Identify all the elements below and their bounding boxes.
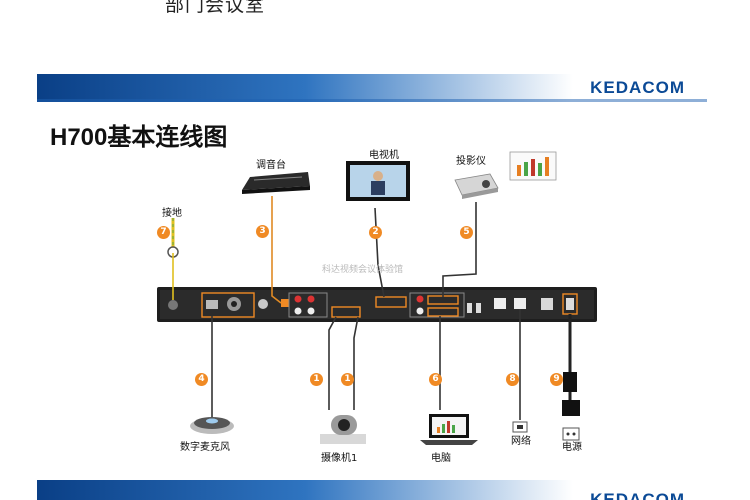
label-network: 网络 xyxy=(511,436,531,447)
badge-camera-a: 1 xyxy=(310,373,323,386)
label-power: 电源 xyxy=(562,442,582,453)
label-camera: 摄像机1 xyxy=(321,453,358,464)
header-banner: KEDACOM xyxy=(37,74,707,102)
projection-screen-icon xyxy=(509,151,557,181)
label-pc: 电脑 xyxy=(431,453,451,464)
network-port-icon xyxy=(512,421,528,433)
ground-icon xyxy=(167,218,179,258)
badge-projector: 5 xyxy=(460,226,473,239)
power-plug-icon xyxy=(562,372,580,441)
label-mic: 数字麦克风 xyxy=(180,442,230,453)
brand-logo: KEDACOM xyxy=(590,78,685,97)
codec-device xyxy=(157,287,597,322)
footer-banner: KEDACOM xyxy=(37,480,707,500)
footer-brand-logo: KEDACOM xyxy=(590,490,685,500)
diagram-title: H700基本连线图 xyxy=(50,124,228,151)
projector-icon xyxy=(454,173,499,199)
mixer-icon xyxy=(242,172,310,194)
page-caption: 部门会议室 xyxy=(165,0,266,16)
badge-ground: 7 xyxy=(157,226,170,239)
watermark: 科达视频会议体验馆 xyxy=(322,265,404,275)
label-ground: 接地 xyxy=(162,208,182,219)
badge-network: 8 xyxy=(506,373,519,386)
label-tv: 电视机 xyxy=(369,150,399,161)
badge-tv: 2 xyxy=(369,226,382,239)
label-mixer: 调音台 xyxy=(256,160,286,171)
badge-camera-b: 1 xyxy=(341,373,354,386)
laptop-icon xyxy=(420,414,478,445)
badge-mic: 4 xyxy=(195,373,208,386)
badge-pc: 6 xyxy=(429,373,442,386)
microphone-icon xyxy=(190,417,234,434)
banner-stripe xyxy=(37,99,707,102)
badge-power: 9 xyxy=(550,373,563,386)
label-projector: 投影仪 xyxy=(456,156,486,167)
camera-icon xyxy=(320,415,366,444)
badge-mixer: 3 xyxy=(256,225,269,238)
tv-icon xyxy=(346,161,410,201)
